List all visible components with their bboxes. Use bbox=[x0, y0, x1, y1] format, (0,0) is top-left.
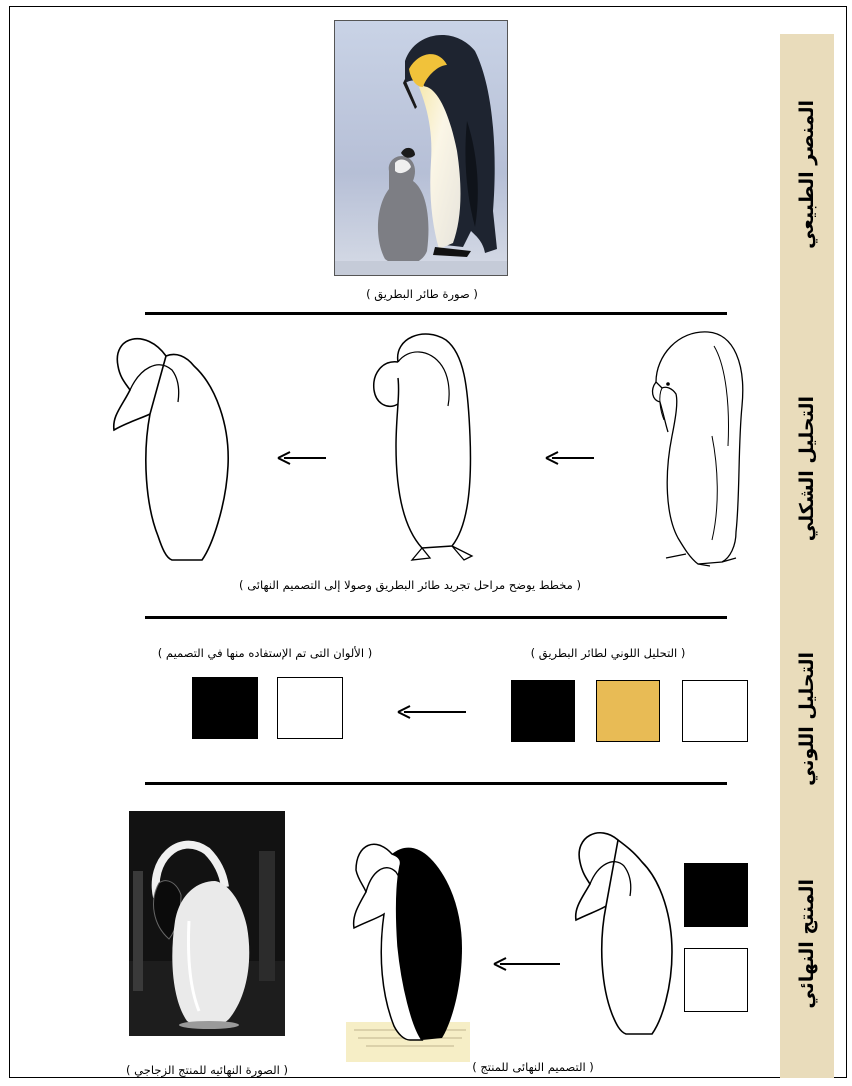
caption-abstraction: ( مخطط يوضح مراحل تجريد طائر البطريق وصو… bbox=[200, 578, 620, 592]
caption-penguin-photo: ( صورة طائر البطريق ) bbox=[330, 287, 514, 301]
caption-color-analysis: ( التحليل اللوني لطائر البطريق ) bbox=[500, 646, 716, 660]
arrow-left-icon bbox=[278, 451, 326, 465]
penguin-final-outline bbox=[106, 326, 236, 566]
swatch-white bbox=[682, 680, 748, 742]
caption-final-design: ( التصميم النهائى للمنتج ) bbox=[450, 1060, 616, 1074]
row-label-color-analysis: التحليل اللوني bbox=[780, 624, 834, 814]
swatch-black-used bbox=[192, 677, 258, 739]
final-design-outline bbox=[566, 828, 676, 1038]
arrow-left-icon bbox=[546, 451, 594, 465]
row-label-form-analysis-text: التحليل الشكلي bbox=[796, 396, 818, 541]
arrow-left-icon bbox=[398, 705, 466, 719]
row-label-final-product-text: المنتج النهائي bbox=[796, 879, 818, 1009]
penguin-photo bbox=[334, 20, 508, 276]
divider-1 bbox=[145, 312, 727, 315]
divider-2 bbox=[145, 616, 727, 619]
swatch-white-used bbox=[277, 677, 343, 739]
arrow-left-icon bbox=[494, 957, 560, 971]
caption-final-product: ( الصورة النهائيه للمنتج الزجاجي ) bbox=[104, 1063, 310, 1077]
row-label-form-analysis: التحليل الشكلي bbox=[780, 354, 834, 584]
penguin-simplified-outline bbox=[368, 326, 478, 566]
row-label-final-product: المنتج النهائي bbox=[780, 844, 834, 1044]
row-label-color-analysis-text: التحليل اللوني bbox=[796, 652, 818, 786]
swatch-black-final bbox=[684, 863, 748, 927]
glass-product-photo bbox=[129, 811, 285, 1036]
side-label-strip: المنصر الطبيعي التحليل الشكلي التحليل ال… bbox=[780, 34, 834, 1078]
swatch-white-final bbox=[684, 948, 748, 1012]
divider-3 bbox=[145, 782, 727, 785]
row-label-natural-element: المنصر الطبيعي bbox=[780, 64, 834, 284]
final-design-colored bbox=[346, 826, 470, 1062]
swatch-yellow bbox=[596, 680, 660, 742]
row-label-natural-element-text: المنصر الطبيعي bbox=[796, 100, 818, 249]
swatch-black bbox=[511, 680, 575, 742]
caption-used-colors: ( الألوان التى تم الإستفاده منها في التص… bbox=[120, 646, 410, 660]
penguin-line-drawing bbox=[650, 326, 750, 576]
